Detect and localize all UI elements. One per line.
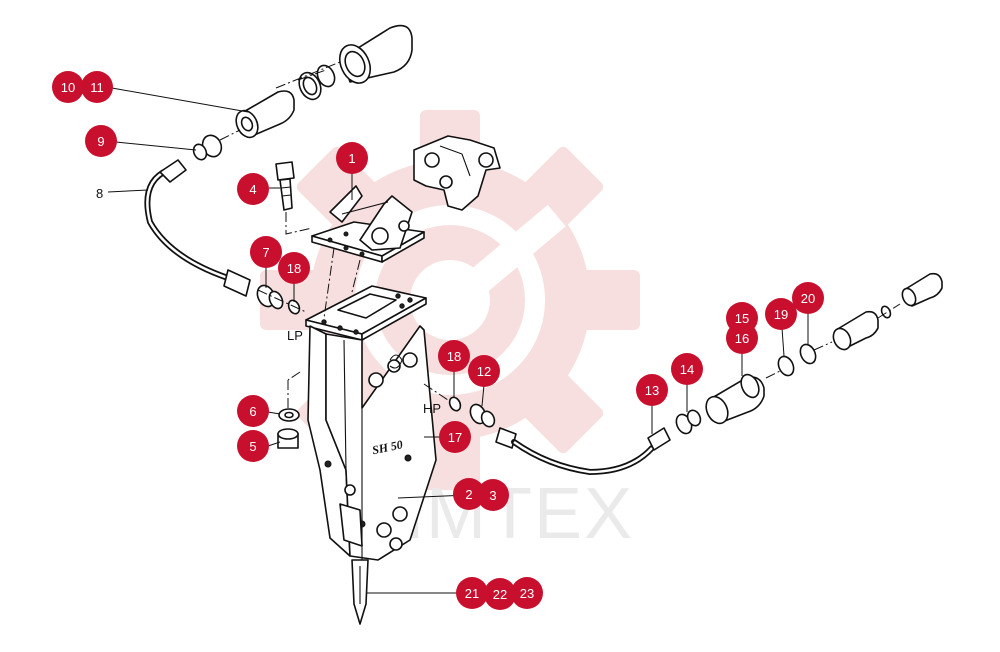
callout-9[interactable]: 9 xyxy=(85,125,117,157)
svg-text:11: 11 xyxy=(90,80,104,95)
svg-text:3: 3 xyxy=(489,488,496,503)
quick-coupling-15-16 xyxy=(705,373,765,425)
body-marking: SH 50 xyxy=(371,437,404,457)
callout-14[interactable]: 14 xyxy=(671,353,703,385)
callout-3[interactable]: 3 xyxy=(477,479,509,511)
svg-text:9: 9 xyxy=(97,134,104,149)
svg-text:15: 15 xyxy=(735,311,749,326)
svg-text:12: 12 xyxy=(477,364,491,379)
adapter-14 xyxy=(675,409,702,435)
callout-11[interactable]: 11 xyxy=(81,71,113,103)
svg-text:17: 17 xyxy=(448,430,462,445)
svg-text:19: 19 xyxy=(774,307,788,322)
breaker-body: SH 50 xyxy=(305,285,437,561)
excavator-hitch xyxy=(413,135,501,211)
callout-15[interactable]: 15 xyxy=(726,302,758,334)
chisel-tool xyxy=(351,559,369,625)
callout-17[interactable]: 17 xyxy=(439,421,471,453)
callout-19[interactable]: 19 xyxy=(765,298,797,330)
o-ring-19 xyxy=(777,355,795,377)
callout-12[interactable]: 12 xyxy=(468,355,500,387)
svg-text:21: 21 xyxy=(465,586,479,601)
right-hose-assembly xyxy=(448,272,943,476)
callout-21[interactable]: 21 xyxy=(456,577,488,609)
mounting-bracket xyxy=(311,185,425,263)
callout-2[interactable]: 2 xyxy=(453,478,485,510)
callout-23[interactable]: 23 xyxy=(511,577,543,609)
hose-left xyxy=(144,167,231,281)
svg-text:1: 1 xyxy=(348,151,355,166)
pressure-label-hp: HP xyxy=(423,401,441,416)
callout-1[interactable]: 1 xyxy=(336,142,368,174)
callout-10[interactable]: 10 xyxy=(52,71,84,103)
svg-text:2: 2 xyxy=(465,487,472,502)
nut-12 xyxy=(469,403,496,428)
bolt-4 xyxy=(275,161,295,211)
washer-6 xyxy=(278,408,300,422)
callout-13[interactable]: 13 xyxy=(636,374,668,406)
svg-text:18: 18 xyxy=(447,349,461,364)
o-ring-18-hp xyxy=(448,396,462,412)
callout-18-lp[interactable]: 18 xyxy=(278,252,310,284)
svg-text:18: 18 xyxy=(287,261,301,276)
svg-text:16: 16 xyxy=(735,331,749,346)
pressure-label-lp: LP xyxy=(287,328,303,343)
svg-text:10: 10 xyxy=(61,80,75,95)
svg-text:20: 20 xyxy=(801,291,815,306)
svg-text:6: 6 xyxy=(249,404,256,419)
adapter-fitting-9 xyxy=(192,134,223,161)
svg-text:14: 14 xyxy=(680,362,694,377)
nut-7 xyxy=(256,284,284,310)
svg-text:22: 22 xyxy=(493,587,507,602)
svg-text:7: 7 xyxy=(262,245,269,260)
callout-18-hp[interactable]: 18 xyxy=(438,340,470,372)
o-ring-20 xyxy=(799,343,817,365)
callout-4[interactable]: 4 xyxy=(237,173,269,205)
center-lines xyxy=(219,61,901,408)
callout-5[interactable]: 5 xyxy=(237,430,269,462)
fitting-13 xyxy=(647,427,671,451)
svg-text:23: 23 xyxy=(520,586,534,601)
callout-6[interactable]: 6 xyxy=(237,395,269,427)
quick-coupling-lower xyxy=(235,90,295,139)
hose-right xyxy=(511,439,655,476)
callout-7[interactable]: 7 xyxy=(250,236,282,268)
nut-5 xyxy=(277,428,299,449)
svg-text:4: 4 xyxy=(249,182,256,197)
left-hose-assembly xyxy=(144,24,413,315)
quick-coupling-upper xyxy=(298,24,413,101)
leader-lines xyxy=(107,87,809,594)
svg-text:13: 13 xyxy=(645,383,659,398)
svg-text:5: 5 xyxy=(249,439,256,454)
callout-22[interactable]: 22 xyxy=(484,578,516,610)
callout-20[interactable]: 20 xyxy=(792,282,824,314)
part-label-8: 8 xyxy=(96,186,103,201)
